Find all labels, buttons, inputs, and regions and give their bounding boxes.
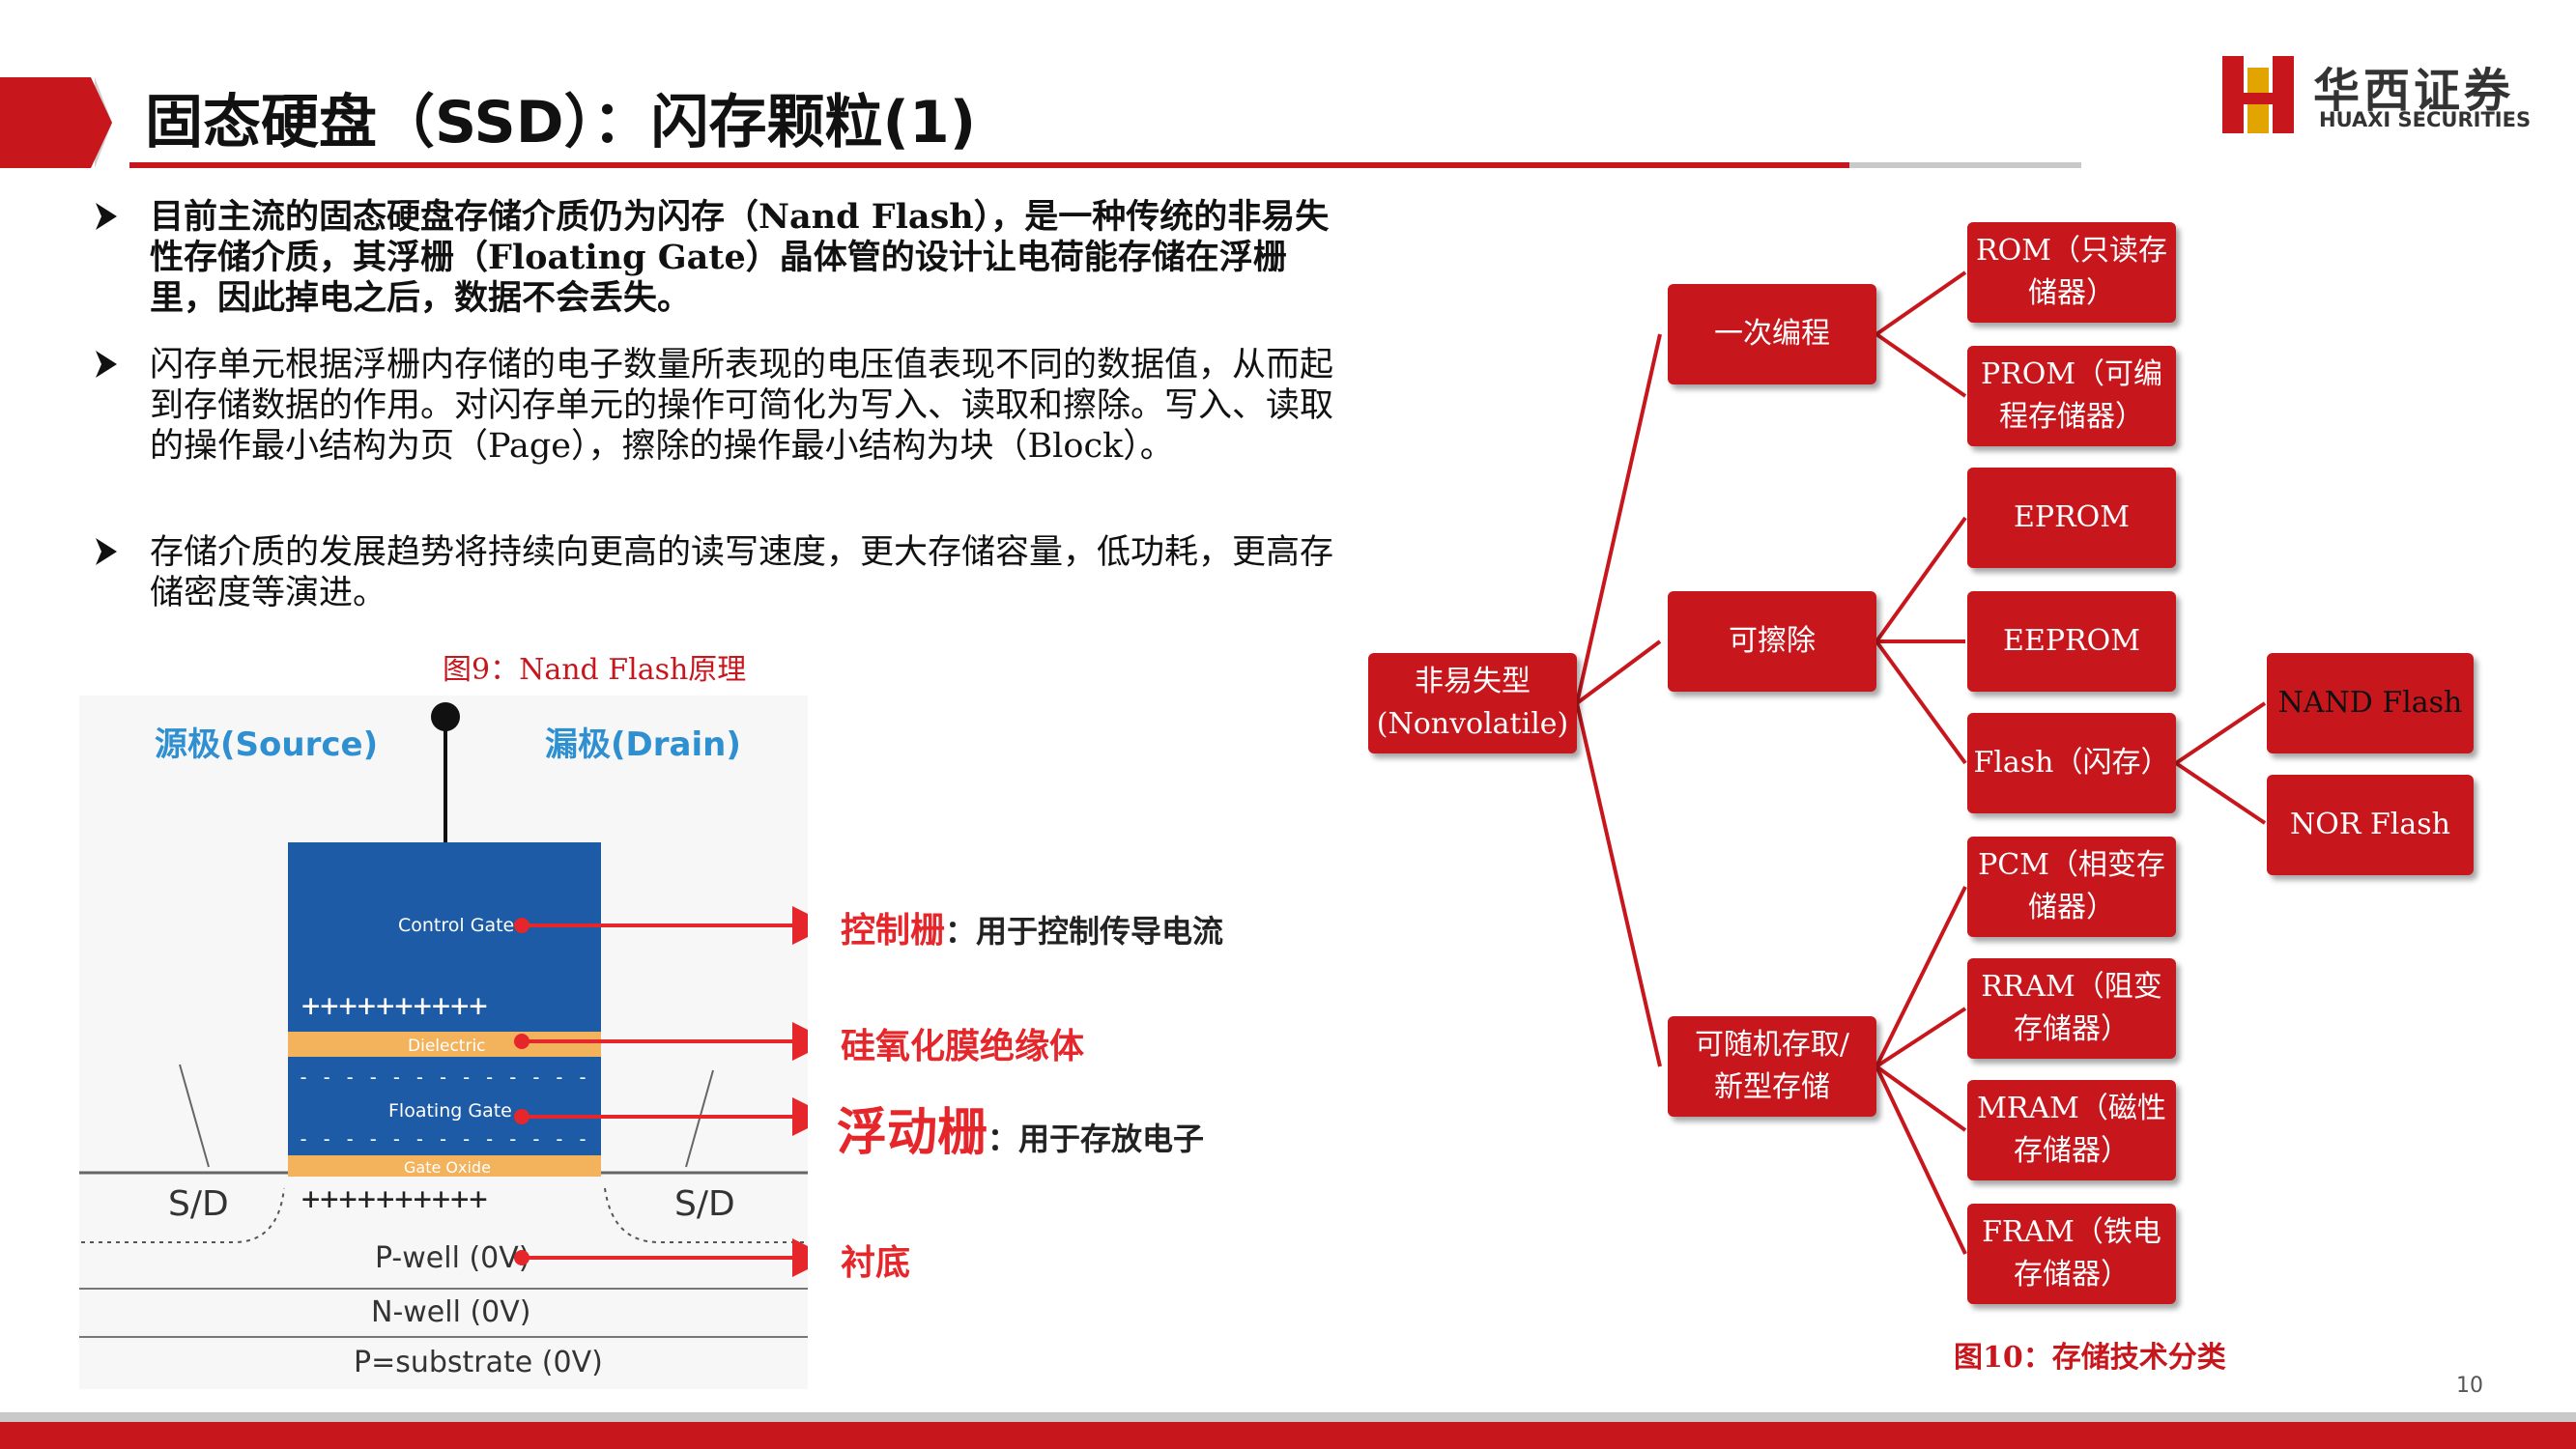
tree-node-nonvolatile: 非易失型 (Nonvolatile) xyxy=(1368,653,1577,753)
svg-text:- - - - - - - - - - - - -: - - - - - - - - - - - - - xyxy=(298,1127,588,1151)
page-number: 10 xyxy=(2456,1374,2483,1398)
figure10-caption: 图10：存储技术分类 xyxy=(1954,1341,2226,1375)
bullet-item-1: 目前主流的固态硬盘存储介质仍为闪存（Nand Flash），是一种传统的非易失性… xyxy=(92,197,1338,319)
logo-chinese-name: 华西证券 xyxy=(2313,64,2515,118)
bullet-text-2: 闪存单元根据浮栅内存储的电子数量所表现的电压值表现不同的数据值，从而起到存储数据… xyxy=(150,346,1334,466)
plus-charges-top: ++++++++++ xyxy=(301,987,488,1024)
tree-node-label: PROM（可编 程存储器） xyxy=(1980,357,2163,434)
nwell-label: N-well (0V) xyxy=(371,1295,530,1329)
control-gate-label: Control Gate xyxy=(398,915,514,936)
tree-node-eeprom: EEPROM xyxy=(1967,591,2176,692)
tree-node-nor-flash: NOR Flash xyxy=(2267,775,2474,875)
annotation-floating-gate: 浮动栅：用于存放电子 xyxy=(837,1092,1204,1164)
sd-left-label: S/D xyxy=(168,1184,229,1224)
tree-node-nand-flash: NAND Flash xyxy=(2267,653,2474,753)
bullet-text-1: 目前主流的固态硬盘存储介质仍为闪存（Nand Flash），是一种传统的非易失性… xyxy=(150,197,1330,318)
title-underline-gray xyxy=(1849,162,2081,168)
tree-node-nonvolatile-label: 非易失型 (Nonvolatile) xyxy=(1376,665,1569,741)
footer-gray-band xyxy=(0,1412,2576,1422)
gate-oxide-label: Gate Oxide xyxy=(404,1158,491,1177)
header-accent-chevron xyxy=(91,77,112,168)
annotation-control-gate-desc: ：用于控制传导电流 xyxy=(945,913,1224,950)
dielectric-label: Dielectric xyxy=(408,1037,486,1056)
nand-flash-cell-diagram: 源极(Source) 漏极(Drain) Control Gate ++++++… xyxy=(79,696,808,1389)
dielectric-layer xyxy=(288,1032,601,1057)
tree-node-label: 一次编程 xyxy=(1714,317,1830,351)
sd-right-label: S/D xyxy=(674,1184,735,1224)
bullet-text-3: 存储介质的发展趋势将持续向更高的读写速度，更大存储容量，低功耗，更高存储密度等演… xyxy=(150,533,1334,612)
tree-node-rom: ROM（只读存 储器） xyxy=(1967,222,2176,323)
floating-gate-label: Floating Gate xyxy=(388,1100,512,1122)
tree-node-label: EPROM xyxy=(2014,500,2130,534)
tree-node-eprom: EPROM xyxy=(1967,468,2176,568)
figure9-caption: 图9：Nand Flash原理 xyxy=(443,653,747,687)
tree-node-pcm: PCM（相变存 储器） xyxy=(1967,837,2176,937)
annotation-floating-gate-title: 浮动栅 xyxy=(837,1104,988,1162)
annotation-control-gate: 控制栅：用于控制传导电流 xyxy=(841,902,1223,952)
bullet-arrow-icon xyxy=(96,538,117,565)
gate-oxide-layer xyxy=(288,1155,601,1177)
bullet-item-2: 闪存单元根据浮栅内存储的电子数量所表现的电压值表现不同的数据值，从而起到存储数据… xyxy=(92,345,1338,467)
tree-node-fram: FRAM（铁电 存储器） xyxy=(1967,1204,2176,1304)
tree-node-flash: Flash（闪存） xyxy=(1967,713,2176,813)
tree-node-one-time-program: 一次编程 xyxy=(1668,284,1876,384)
svg-text:- - - - - - - - - - - - -: - - - - - - - - - - - - - xyxy=(298,1065,588,1089)
tree-node-label: 可擦除 xyxy=(1729,624,1816,658)
annotation-dielectric: 硅氧化膜绝缘体 xyxy=(841,1027,1085,1066)
title-underline-red xyxy=(129,162,1849,168)
tree-node-label: NOR Flash xyxy=(2290,808,2450,841)
tree-node-rram: RRAM（阻变 存储器） xyxy=(1967,958,2176,1059)
pwell-label: P-well (0V) xyxy=(375,1241,530,1275)
gate-terminal-icon xyxy=(431,702,460,731)
tree-node-label: RRAM（阻变 存储器） xyxy=(1981,970,2162,1046)
bullet-arrow-icon xyxy=(96,203,117,230)
tree-node-label: 可随机存取/ 新型存储 xyxy=(1694,1028,1850,1104)
annotation-floating-gate-desc: ：用于存放电子 xyxy=(987,1121,1205,1157)
tree-node-label: NAND Flash xyxy=(2277,686,2463,720)
bullet-arrow-icon xyxy=(96,351,117,378)
tree-node-label: EEPROM xyxy=(2003,624,2140,658)
tree-node-random-access: 可随机存取/ 新型存储 xyxy=(1668,1016,1876,1117)
footer-red-band xyxy=(0,1422,2576,1449)
tree-node-mram: MRAM（磁性 存储器） xyxy=(1967,1080,2176,1180)
huaxi-logo-icon xyxy=(2222,56,2294,133)
tree-node-label: ROM（只读存 储器） xyxy=(1976,234,2167,310)
tree-node-erasable: 可擦除 xyxy=(1668,591,1876,692)
page-title: 固态硬盘（SSD）：闪存颗粒(1) xyxy=(145,89,977,156)
substrate-label: P=substrate (0V) xyxy=(354,1346,603,1379)
plus-charges-bottom: ++++++++++ xyxy=(301,1180,488,1217)
floating-gate-block xyxy=(288,1061,601,1155)
bullet-item-3: 存储介质的发展趋势将持续向更高的读写速度，更大存储容量，低功耗，更高存储密度等演… xyxy=(92,532,1338,613)
logo-english-name: HUAXI SECURITIES xyxy=(2319,108,2532,131)
tree-node-label: FRAM（铁电 存储器） xyxy=(1982,1215,2161,1292)
source-label: 源极(Source) xyxy=(155,725,378,764)
tree-node-label: PCM（相变存 储器） xyxy=(1978,848,2165,924)
header-accent-bar xyxy=(0,77,91,168)
annotation-substrate: 衬底 xyxy=(841,1243,911,1283)
tree-node-prom: PROM（可编 程存储器） xyxy=(1967,346,2176,446)
drain-label: 漏极(Drain) xyxy=(545,725,741,764)
annotation-control-gate-title: 控制栅 xyxy=(841,911,946,951)
tree-node-label: Flash（闪存） xyxy=(1973,746,2170,780)
tree-node-label: MRAM（磁性 存储器） xyxy=(1977,1092,2166,1168)
